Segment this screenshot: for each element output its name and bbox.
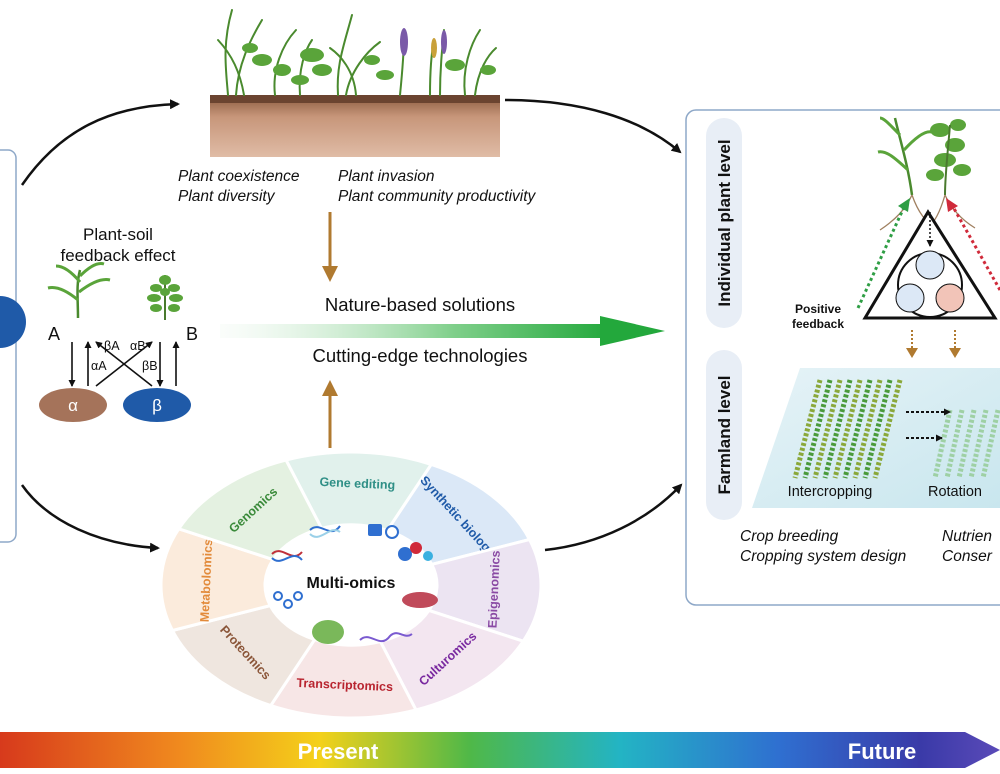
farmland-level-label: Farmland level: [715, 375, 734, 494]
soil-beta-label: β: [152, 396, 162, 415]
crop-row: [842, 379, 873, 479]
plant-soil-illustration: [210, 9, 500, 157]
soil-alpha-ellipse: [39, 388, 107, 422]
crop-row: [822, 379, 853, 479]
arrow-up-brown-head: [322, 380, 338, 396]
timeline-future: Future: [848, 739, 916, 764]
crop-row: [802, 379, 833, 479]
positive-feedback-line1: Positive: [795, 302, 841, 316]
omics-segment-label: Metabolomics: [198, 539, 216, 623]
individual-level-pill: [706, 118, 742, 328]
omics-center-disc: [269, 527, 433, 643]
omics-center-label: Multi-omics: [307, 575, 396, 592]
rotation-rows: [932, 409, 1000, 479]
text-nature-based-solutions: Nature-based solutions: [325, 294, 515, 315]
text-plant-invasion: Plant invasion: [338, 168, 435, 185]
crop-row: [944, 409, 965, 479]
crop-row: [968, 409, 989, 479]
arrow-top-to-right: [504, 98, 682, 154]
psf-alpha-a: αA: [91, 359, 107, 373]
crop-row: [862, 379, 893, 479]
dotted-green-arrow: [856, 204, 907, 309]
level-link-arrows: [906, 330, 961, 358]
text-conser: Conser: [942, 548, 993, 565]
psf-label-b: B: [186, 324, 198, 344]
text-plant-diversity: Plant diversity: [178, 188, 276, 205]
omics-segment: [176, 458, 324, 562]
arrow-omics-to-right: [544, 483, 683, 552]
text-crop-breeding: Crop breeding: [740, 528, 839, 545]
psf-label-a: A: [48, 324, 60, 344]
left-blue-circle: [0, 296, 26, 348]
microbe-node-top: [915, 250, 945, 280]
dotted-green-arrow-head: [898, 198, 910, 212]
psf-alpha-b: αB: [130, 339, 146, 353]
text-nutrien: Nutrien: [942, 528, 992, 545]
positive-feedback-line2: feedback: [792, 317, 844, 331]
text-cropping-system-design: Cropping system design: [740, 548, 906, 565]
crop-row: [932, 409, 953, 479]
arrow-down-brown-head: [322, 266, 338, 282]
soil-alpha-label: α: [68, 396, 78, 415]
text-intercropping: Intercropping: [788, 484, 873, 500]
individual-level-label: Individual plant level: [715, 139, 734, 306]
center-green-arrow-shaft: [220, 324, 610, 338]
omics-segment-label: Epigenomics: [485, 550, 502, 628]
text-rotation: Rotation: [928, 484, 982, 500]
soil-beta-ellipse: [123, 388, 191, 422]
intercropping-rows: [792, 379, 903, 479]
timeline-gradient-arrow: [0, 732, 1000, 768]
text-plant-coexistence: Plant coexistence: [178, 168, 300, 185]
psf-arrows: [68, 341, 180, 387]
psf-title-line2: feedback effect: [61, 246, 176, 265]
psf-beta-a: βA: [104, 339, 120, 353]
text-cutting-edge-technologies: Cutting-edge technologies: [313, 345, 528, 366]
text-plant-community-productivity: Plant community productivity: [338, 188, 537, 205]
dotted-red-arrow: [950, 204, 1000, 291]
plant-a-illustration: [47, 262, 111, 319]
center-green-arrow-head: [600, 316, 665, 346]
dotted-red-arrow-head: [946, 198, 958, 212]
psf-title-line1: Plant-soil: [83, 225, 153, 244]
pathogen-node-right: [935, 283, 965, 313]
crop-row: [956, 409, 977, 479]
crop-row: [872, 379, 903, 479]
farmland-level-pill: [706, 350, 742, 520]
farmland-arrows: [906, 408, 951, 442]
omics-segment-label: Gene editing: [319, 475, 395, 492]
omics-center-illustrations: [271, 524, 438, 644]
crop-row: [832, 379, 863, 479]
crop-row: [812, 379, 843, 479]
crop-row: [852, 379, 883, 479]
plant-b-illustration: [147, 275, 183, 320]
psf-beta-b: βB: [142, 359, 158, 373]
crop-row: [792, 379, 823, 479]
omics-segment-label: Transcriptomics: [296, 676, 393, 694]
microbe-node-left: [895, 283, 925, 313]
arrow-left-to-omics: [20, 484, 160, 553]
timeline-present: Present: [298, 739, 379, 764]
crop-row: [980, 409, 1000, 479]
intercrop-plants-illustration: [877, 116, 976, 233]
arrow-left-to-top: [20, 99, 180, 186]
